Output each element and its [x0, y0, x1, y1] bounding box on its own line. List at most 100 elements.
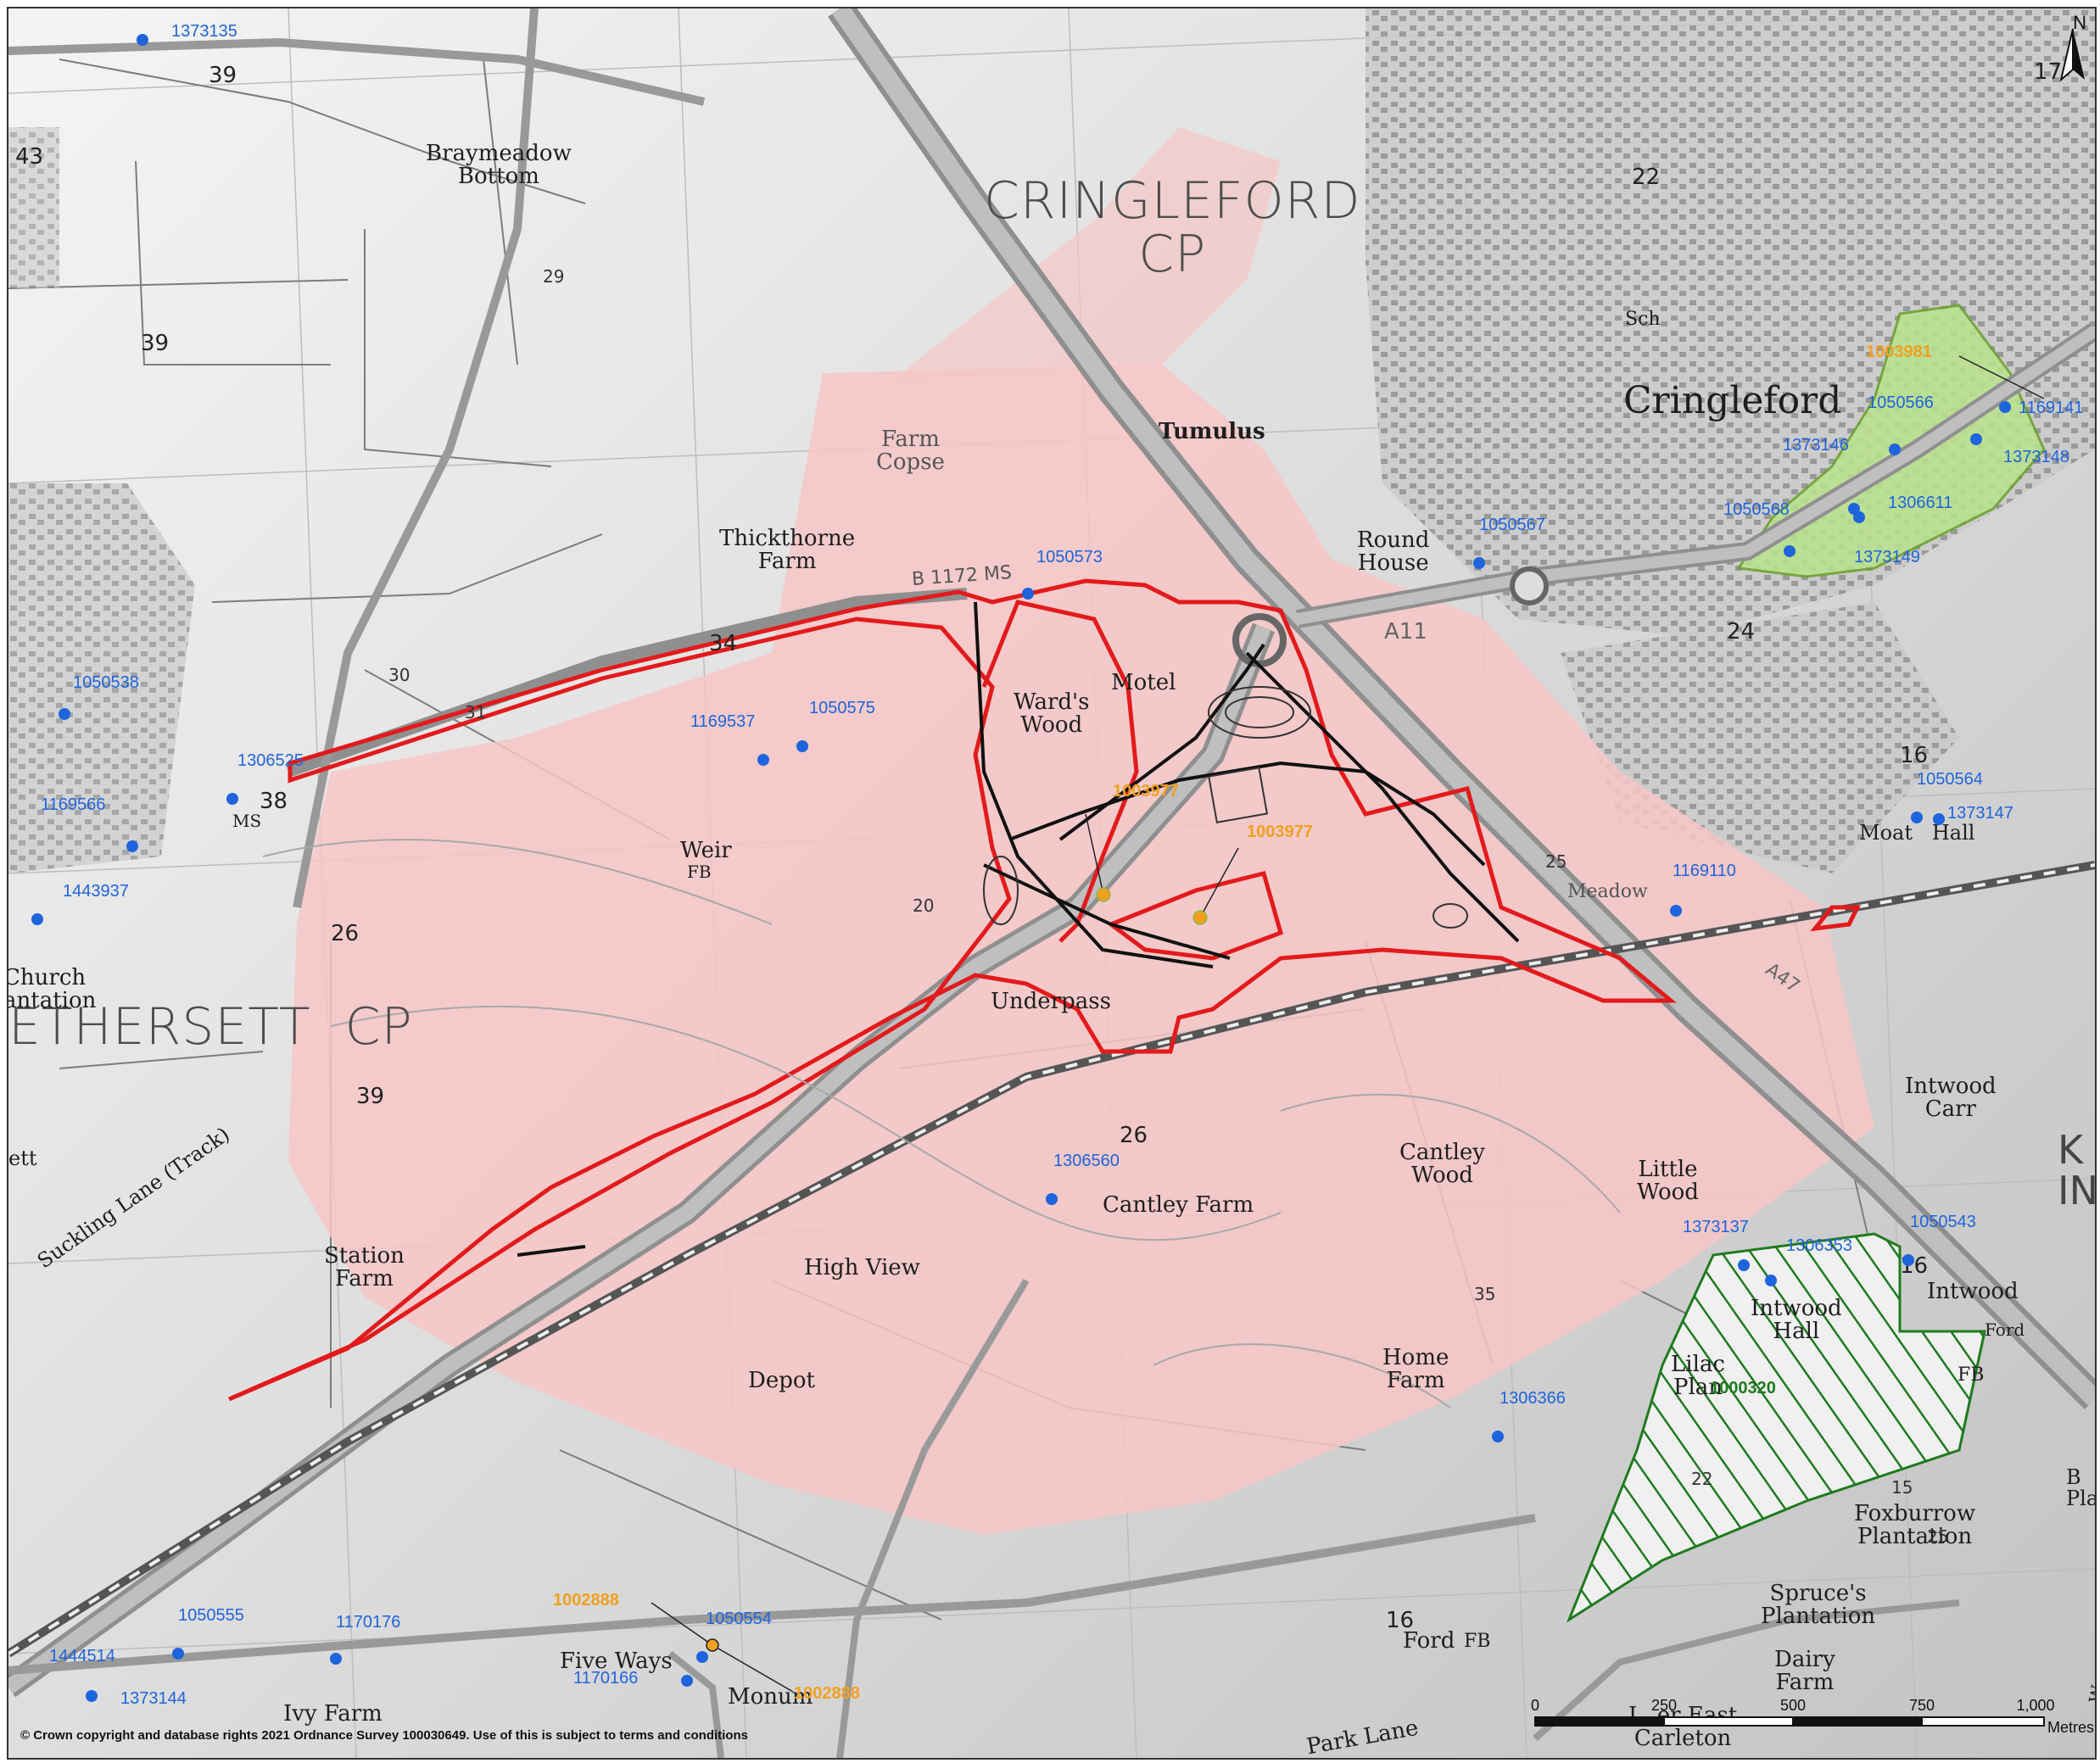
- listed-building-marker-1050543[interactable]: [1902, 1254, 1914, 1266]
- listed-building-marker-1306525[interactable]: [226, 793, 238, 805]
- listed-building-label[interactable]: 1170166: [573, 1669, 639, 1688]
- listed-building-label[interactable]: 1050543: [1910, 1213, 1976, 1231]
- listed-building-marker-1050573[interactable]: [1022, 588, 1034, 600]
- listed-building-marker-1373146[interactable]: [1889, 444, 1901, 455]
- cringleford-roundabout: [1510, 566, 1549, 605]
- listed-building-marker-1170176[interactable]: [330, 1653, 342, 1665]
- scale-bar: 0 250 500 750 1,000 Metres: [1527, 1692, 2094, 1751]
- scheduled-monument-label[interactable]: 1003981: [1866, 343, 1932, 361]
- listed-building-label[interactable]: 1373137: [1683, 1218, 1749, 1236]
- listed-building-marker-1444514[interactable]: [86, 1690, 98, 1702]
- listed-building-marker-1306560[interactable]: [1046, 1193, 1058, 1205]
- registered-park-label[interactable]: 1000320: [1710, 1379, 1776, 1398]
- contour-31: 31: [465, 702, 487, 722]
- listed-building-marker-1050567[interactable]: [1473, 557, 1485, 569]
- scheduled-monument-label[interactable]: 1002888: [794, 1684, 860, 1703]
- listed-building-label[interactable]: 1444514: [49, 1647, 115, 1665]
- scheduled-monument-label[interactable]: 1002888: [553, 1591, 619, 1610]
- listed-building-marker-1050555[interactable]: [172, 1648, 184, 1660]
- listed-building-label[interactable]: 1169537: [690, 712, 756, 731]
- listed-building-label[interactable]: 1169110: [1673, 862, 1736, 880]
- listed-building-marker-1169141[interactable]: [1999, 401, 2011, 413]
- listed-building-label[interactable]: 1050555: [178, 1606, 244, 1625]
- listed-building-marker-1050538[interactable]: [59, 708, 70, 720]
- listed-building-marker-1373135[interactable]: [137, 34, 148, 46]
- north-arrow-icon: [2059, 28, 2085, 82]
- listed-building-label[interactable]: 1050575: [809, 699, 875, 717]
- listed-building-label[interactable]: 1306611: [1888, 494, 1953, 512]
- listed-building-marker-1169566[interactable]: [126, 840, 138, 852]
- study-area: [288, 365, 1874, 1535]
- listed-building-label[interactable]: 1050538: [73, 673, 139, 692]
- listed-building-marker-1306366[interactable]: [1492, 1431, 1504, 1442]
- parish-hethersett: ETHERSETT CP: [8, 997, 413, 1057]
- listed-building-label[interactable]: 1050568: [1723, 500, 1790, 519]
- spot-height-22: 22: [1632, 165, 1661, 190]
- listed-building-label[interactable]: 1373146: [1783, 436, 1849, 455]
- listed-building-label[interactable]: 1306560: [1053, 1152, 1120, 1170]
- listed-building-label[interactable]: 1306353: [1786, 1236, 1852, 1255]
- monument-markers: [651, 355, 2045, 1693]
- listed-building-marker-1306353[interactable]: [1765, 1275, 1777, 1286]
- listed-building-marker-1373149[interactable]: [1853, 511, 1865, 523]
- listed-building-label[interactable]: 1306366: [1500, 1389, 1566, 1408]
- listed-building-label[interactable]: 1050567: [1479, 516, 1545, 534]
- listed-building-marker-1050554[interactable]: [696, 1651, 708, 1663]
- slip-roads: [983, 686, 1468, 929]
- spot-height-39a: 39: [209, 63, 237, 88]
- listed-building-label[interactable]: 1050573: [1036, 548, 1103, 566]
- place-underpass: Underpass: [991, 989, 1111, 1014]
- listed-building-label[interactable]: 1170176: [336, 1613, 401, 1632]
- scale-tick-250: 250: [1650, 1697, 1678, 1714]
- listed-building-marker-1050564[interactable]: [1911, 812, 1923, 823]
- listed-building-label[interactable]: 1169141: [2019, 399, 2084, 417]
- scheme-extent: [227, 578, 1862, 1402]
- contour-25b: 25: [1927, 1526, 1949, 1547]
- contours: [262, 838, 1621, 1409]
- place-milestone: MS: [232, 811, 262, 831]
- listed-building-marker-1373137[interactable]: [1738, 1259, 1750, 1271]
- scheme-design: [517, 601, 1520, 1257]
- railway: [8, 861, 2095, 1658]
- north-label: N: [2073, 12, 2086, 33]
- scheduled-monument-label[interactable]: 1003977: [1113, 782, 1179, 801]
- place-intwood-hall: Intwood Hall: [1751, 1296, 1842, 1345]
- base-map: [8, 8, 2095, 1758]
- spot-height-16a: 16: [1900, 743, 1929, 768]
- listed-building-label[interactable]: 1443937: [63, 882, 129, 901]
- listed-building-label[interactable]: 1050554: [706, 1610, 772, 1628]
- place-ford-east: Ford: [1985, 1319, 2025, 1340]
- spot-height-26b: 26: [1120, 1123, 1148, 1148]
- listed-building-label[interactable]: 1373147: [1947, 804, 2013, 823]
- listed-building-marker-1050568[interactable]: [1784, 545, 1796, 557]
- listed-building-label[interactable]: 1050566: [1868, 393, 1934, 412]
- listed-building-label[interactable]: 1306525: [237, 751, 304, 770]
- place-fb: FB: [687, 862, 712, 882]
- listed-building-marker-1373148[interactable]: [1970, 433, 1982, 445]
- listed-building-label[interactable]: 1373144: [120, 1689, 187, 1708]
- place-ett: ett: [8, 1147, 37, 1170]
- place-lilac-plan: Lilac Plan: [1671, 1352, 1725, 1401]
- listed-building-marker-1169537[interactable]: [757, 754, 769, 766]
- listed-building-label[interactable]: 1050564: [1917, 770, 1983, 789]
- listed-building-marker-1169110[interactable]: [1670, 905, 1682, 917]
- listed-building-label[interactable]: 1373135: [171, 22, 237, 41]
- spot-height-39c: 39: [356, 1084, 385, 1109]
- listed-building-marker-1443937[interactable]: [31, 913, 43, 925]
- spot-height-39b: 39: [141, 331, 170, 356]
- place-intwood: Intwood: [1927, 1279, 2019, 1304]
- contour-22: 22: [1691, 1469, 1713, 1489]
- listed-building-marker-1373147[interactable]: [1933, 813, 1945, 825]
- map-canvas[interactable]: CRINGLEFORD CP ETHERSETT CP Braymeadow B…: [7, 7, 2097, 1760]
- scale-tick-0: 0: [1530, 1697, 1540, 1714]
- listed-building-marker-1050575[interactable]: [796, 740, 808, 752]
- place-high-view: High View: [804, 1255, 920, 1280]
- listed-building-label[interactable]: 1373149: [1854, 548, 1920, 566]
- listed-building-marker-1170166[interactable]: [681, 1675, 693, 1687]
- listed-building-label[interactable]: 1373148: [2003, 448, 2069, 466]
- place-plantation-east: B Pla: [2066, 1465, 2097, 1511]
- listed-building-label[interactable]: 1169566: [41, 795, 106, 814]
- place-dairy-farm: Dairy Farm: [1774, 1647, 1835, 1696]
- contour-20: 20: [913, 895, 935, 916]
- scheduled-monument-label[interactable]: 1003977: [1247, 823, 1313, 841]
